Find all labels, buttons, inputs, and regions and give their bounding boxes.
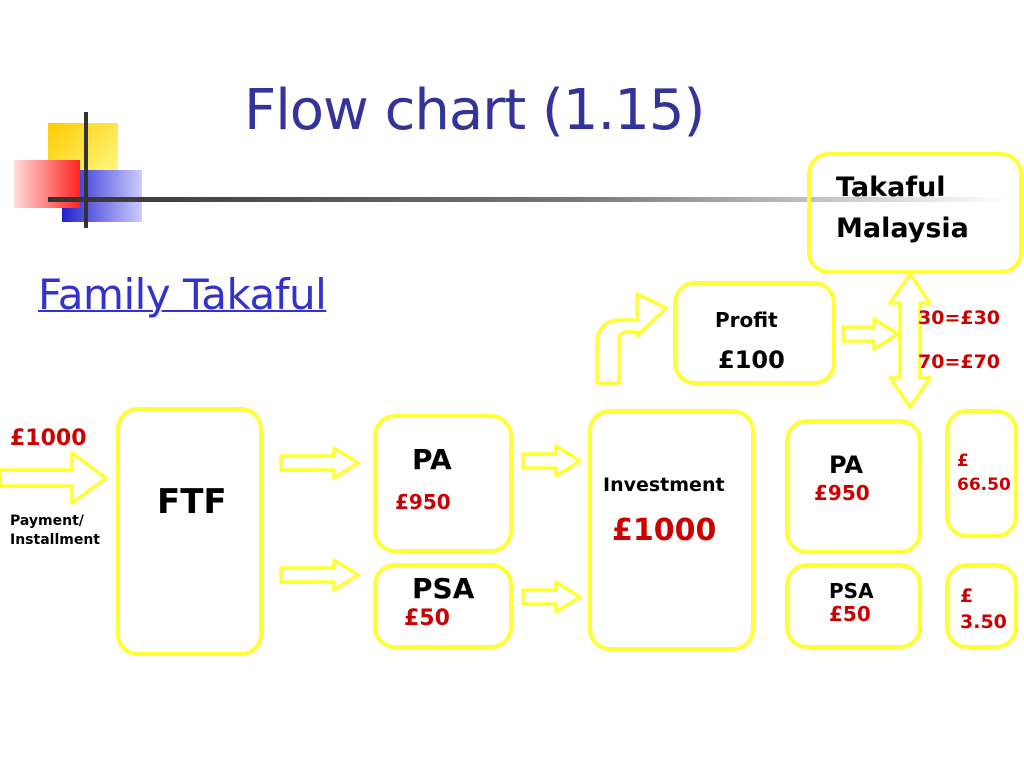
slide-title: Flow chart (1.15)	[244, 78, 705, 143]
psa-to-investment-arrow-icon	[521, 580, 582, 614]
share-30: 30=£30	[918, 307, 1001, 329]
ftf-label: FTF	[157, 482, 227, 522]
pa-result-box	[785, 419, 922, 554]
pa-amount: £950	[395, 490, 451, 514]
psa-share-line1: £	[960, 585, 974, 607]
pa-label: PA	[412, 443, 452, 476]
share-70: 70=£70	[918, 351, 1001, 373]
ftf-to-pa-arrow-icon	[279, 446, 360, 480]
psa-result-amount: £50	[829, 602, 871, 626]
slide-subtitle: Family Takaful	[38, 270, 327, 319]
profit-amount: £100	[718, 346, 785, 374]
input-arrow-icon	[0, 451, 108, 505]
pa-share-line2: 66.50	[957, 475, 1011, 495]
ftf-box	[116, 407, 263, 656]
profit-to-split-arrow-icon	[841, 317, 900, 351]
psa-result-box	[785, 563, 922, 649]
psa-label: PSA	[412, 572, 475, 605]
pa-box	[373, 414, 513, 553]
profit-box	[673, 281, 836, 385]
pa-share-line1: £	[957, 451, 969, 471]
investment-box	[588, 409, 755, 651]
investment-label: Investment	[603, 474, 725, 496]
investment-to-profit-curved-arrow-icon	[595, 292, 668, 385]
psa-result-label: PSA	[829, 579, 874, 603]
takaful-line2: Malaysia	[836, 213, 969, 244]
takaful-line1: Takaful	[836, 172, 946, 203]
investment-amount: £1000	[612, 513, 717, 548]
input-label-line2: Installment	[10, 532, 100, 548]
psa-amount: £50	[404, 606, 450, 631]
psa-share-line2: 3.50	[960, 611, 1007, 633]
psa-box	[373, 563, 513, 649]
ftf-to-psa-arrow-icon	[279, 558, 360, 592]
pa-result-amount: £950	[814, 481, 870, 505]
pa-share-box	[945, 409, 1018, 538]
input-label-line1: Payment/	[10, 513, 84, 529]
input-amount: £1000	[10, 426, 87, 451]
takaful-malaysia-box	[807, 152, 1023, 274]
profit-label: Profit	[715, 308, 778, 332]
pa-to-investment-arrow-icon	[521, 444, 582, 478]
takaful-split-double-arrow-icon	[888, 272, 932, 409]
psa-share-box	[945, 563, 1018, 649]
pa-result-label: PA	[829, 451, 863, 479]
